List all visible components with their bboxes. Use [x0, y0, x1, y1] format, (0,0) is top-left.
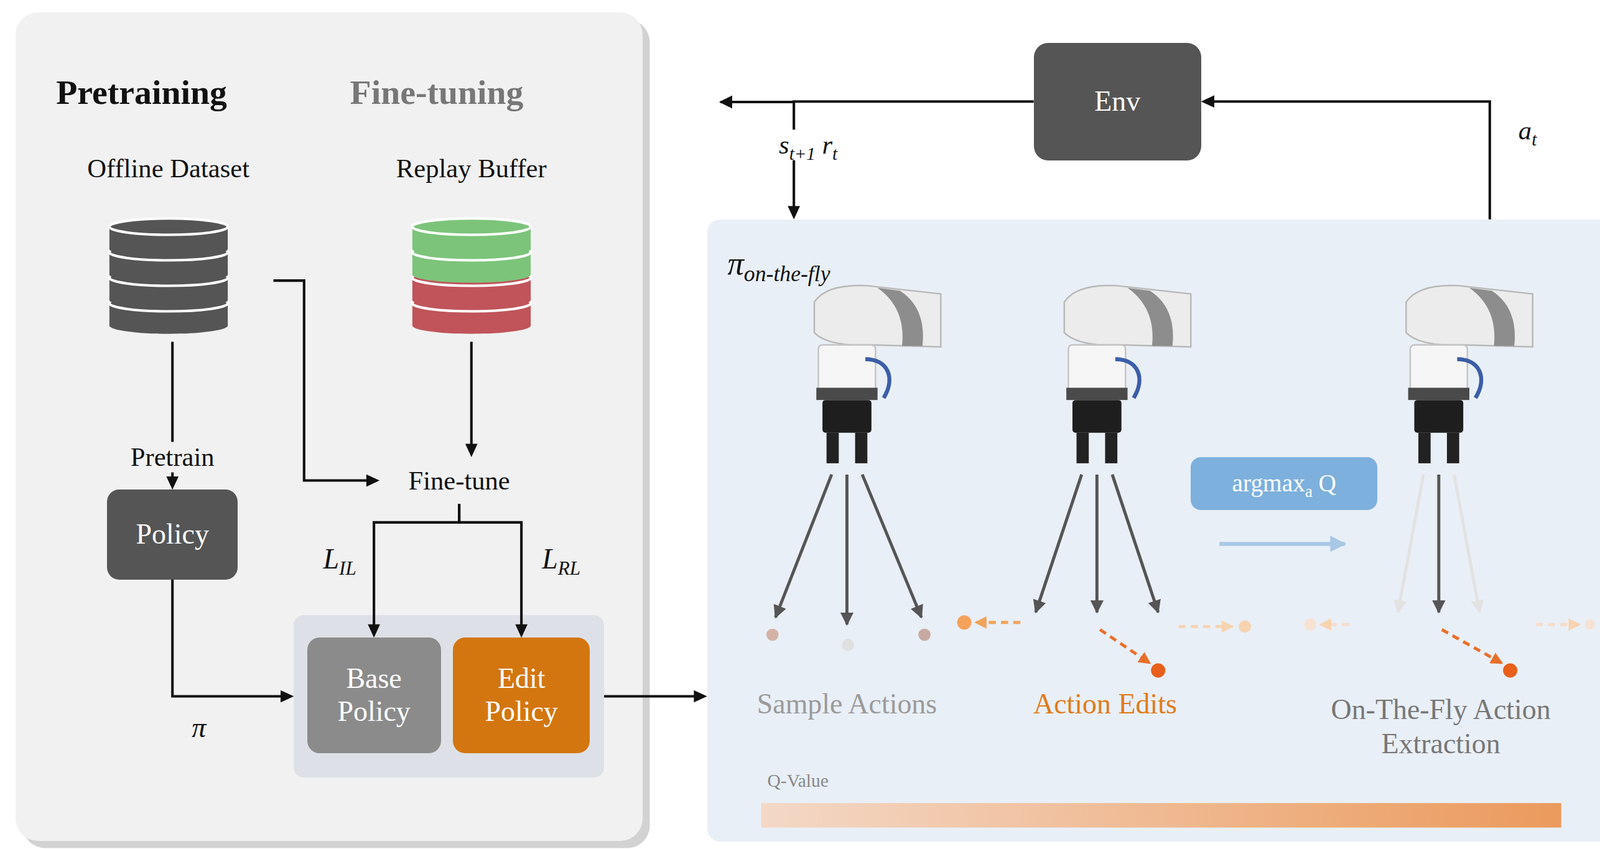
- action-dot: [1303, 618, 1317, 631]
- connector-line: [604, 694, 697, 698]
- action-dot: [841, 638, 855, 652]
- panel-heading: πon-the-fly: [727, 244, 831, 282]
- box-label: argmaxa Q: [1232, 469, 1337, 498]
- feedback-arrow: [720, 100, 794, 104]
- edge-label: π: [191, 711, 206, 745]
- robot-arm: [814, 285, 941, 464]
- database-label: Replay Buffer: [396, 153, 547, 184]
- connector: [166, 341, 179, 490]
- arrow-head: [465, 444, 478, 458]
- database: Replay Buffer: [369, 153, 574, 342]
- edge-label: LIL: [323, 542, 357, 576]
- caption-label: On-The-Fly Action Extraction: [1303, 692, 1578, 761]
- connector: [367, 503, 460, 638]
- connector-line: [273, 280, 370, 481]
- action-arrow: [862, 474, 922, 618]
- action-dot: [918, 628, 931, 642]
- action-dot: [766, 628, 779, 642]
- step-label: Fine-tune: [379, 457, 539, 504]
- process-box: Base Policy: [307, 637, 442, 753]
- edit-arrow: [1099, 629, 1150, 664]
- box-label: Env: [1094, 85, 1141, 119]
- edit-arrow: [1320, 623, 1350, 627]
- panel-heading: Fine-tuning: [350, 72, 524, 112]
- database-layer: [412, 218, 531, 235]
- database-layer: [108, 218, 228, 235]
- connector: [465, 341, 478, 457]
- arrow-head: [280, 690, 294, 703]
- arrow-head: [787, 205, 800, 219]
- connector: [459, 503, 528, 638]
- action-dot: [1502, 663, 1518, 678]
- edge-label: at: [1518, 115, 1537, 146]
- robot-arm: [1405, 285, 1533, 464]
- process-box: Edit Policy: [452, 637, 590, 753]
- connector: [273, 280, 381, 487]
- q-value-bar: [761, 803, 1562, 828]
- action-arrow: [845, 474, 849, 625]
- action-dot: [1584, 619, 1595, 630]
- connector: [172, 579, 294, 703]
- action-arrow: [1453, 474, 1480, 613]
- database-icon: [106, 216, 230, 338]
- edit-arrow: [1178, 625, 1233, 629]
- arrow-head: [515, 624, 528, 638]
- action-arrow: [1112, 474, 1159, 613]
- connector-line: [459, 503, 522, 628]
- box-label: Policy: [136, 518, 210, 552]
- action-arrow: [1095, 474, 1099, 613]
- robot-arm: [1064, 285, 1191, 464]
- edge-label: LRL: [541, 542, 581, 576]
- action-arrow: [1437, 474, 1441, 613]
- action-arrow: [1035, 474, 1082, 613]
- edge-label: st+1 rt: [775, 129, 841, 160]
- action-dot: [1150, 663, 1166, 678]
- action-dot: [1238, 620, 1252, 634]
- connector: [604, 690, 708, 703]
- caption-label: Sample Actions: [757, 687, 937, 721]
- box-label: Base Policy: [313, 662, 435, 729]
- policy-group: Base Policy Edit Policy: [293, 615, 605, 778]
- arrow-head: [693, 690, 707, 703]
- caption-label: Q-Value: [767, 770, 829, 792]
- edit-arrow: [1441, 629, 1503, 664]
- panel-heading: Pretraining: [55, 72, 228, 112]
- step-label: Fine-tune: [408, 465, 510, 496]
- stage-panel: Pretraining Fine-tuningOffline Dataset Rep…: [15, 12, 644, 842]
- connector-line: [373, 503, 460, 628]
- extraction-arrow: [1219, 541, 1345, 547]
- operator-box: argmaxa Q: [1190, 457, 1378, 511]
- connector-line: [1211, 101, 1490, 219]
- faded-actions: [1397, 474, 1480, 613]
- database-icon: [409, 216, 533, 338]
- sampled-actions: [775, 474, 1439, 625]
- arrow-head: [166, 476, 179, 490]
- connector: [787, 101, 1034, 219]
- caption-label: Action Edits: [1033, 687, 1177, 721]
- edge-label: Pretrain: [127, 441, 218, 473]
- arrow-head: [367, 624, 381, 638]
- action-arrow: [775, 474, 832, 618]
- process-box: Policy: [106, 489, 238, 580]
- arrow-head: [366, 474, 380, 488]
- connector-line: [470, 341, 473, 447]
- connector: [1201, 95, 1490, 219]
- arrow-head: [1201, 95, 1215, 108]
- edit-arrow: [975, 620, 1021, 624]
- database-label: Offline Dataset: [87, 153, 250, 184]
- connector-line: [793, 101, 1034, 209]
- connector-line: [172, 579, 284, 697]
- environment-box: Env: [1033, 42, 1202, 161]
- connector-line: [171, 341, 174, 480]
- action-dot: [957, 615, 972, 630]
- action-arrow: [1397, 474, 1424, 613]
- box-label: Edit Policy: [459, 662, 584, 729]
- database: Offline Dataset: [63, 153, 274, 342]
- edit-arrow: [1535, 623, 1581, 627]
